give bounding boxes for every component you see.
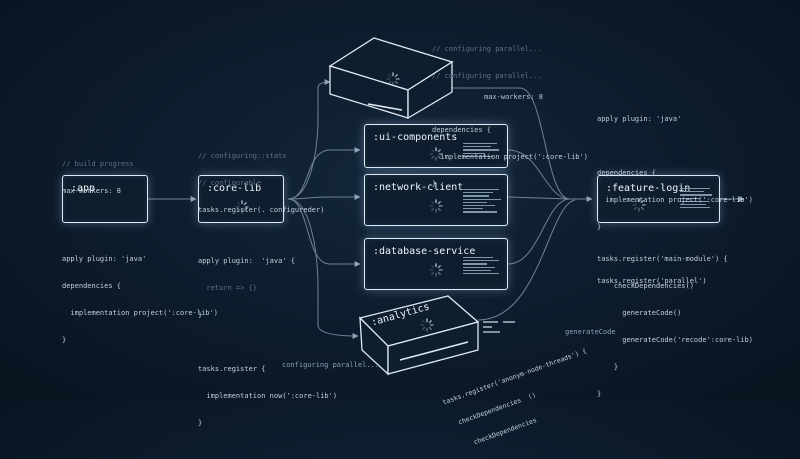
code-line: tasks.register(. configureder) — [198, 206, 325, 214]
node-ui-components[interactable]: :ui-components — [364, 124, 508, 168]
code-line: implementation now(':core-lib') — [198, 392, 338, 400]
loading-spinner-icon — [386, 72, 400, 86]
edge-core-analytics — [287, 198, 359, 339]
code-line: dependencies { — [62, 282, 122, 290]
code-line: // configurable — [198, 179, 262, 187]
loading-spinner-icon — [420, 318, 434, 332]
edge-database-feature — [507, 198, 571, 265]
configuring-parallel-label: configuring parallel... — [282, 361, 379, 369]
code-line: dependencies { — [597, 169, 657, 177]
node-ui-components-label: :ui-components — [373, 132, 458, 143]
node-core-lib-label: :core-lib — [207, 183, 262, 194]
app-bottom-snippet: apply plugin: 'java' dependencies { impl… — [62, 237, 218, 354]
node-database-service-label: :database-service — [373, 246, 476, 257]
node-core-lib[interactable]: :core-lib — [198, 175, 284, 223]
dependency-edges — [148, 37, 745, 376]
node-feature-login-label: :feature-login — [606, 183, 691, 194]
right-top-snippet: apply plugin: 'java' ​ dependencies { im… — [597, 97, 753, 295]
app-top-snippet: // build progress max-workers: 8 — [62, 142, 134, 205]
edge-analytics-feature — [477, 199, 576, 321]
edge-box-feature — [448, 87, 593, 202]
edge-core-network — [287, 194, 361, 200]
log-lines — [463, 143, 503, 159]
code-line: tasks.register('parallel') — [597, 277, 707, 285]
log-lines — [463, 257, 503, 276]
code-line: apply plugin: 'java' — [597, 115, 682, 123]
generate-code-label: generateCode — [565, 328, 616, 336]
code-line: max-workers: 8 — [62, 187, 122, 195]
edge-ui-feature — [507, 149, 571, 200]
code-line: tasks.register { — [198, 365, 266, 373]
code-line: tasks.register('main-module') { — [597, 255, 728, 263]
code-line: ​ — [198, 338, 337, 347]
code-line: return => {} — [198, 284, 258, 292]
edge-core-box — [287, 79, 331, 200]
code-line: // build progress — [62, 160, 134, 168]
code-line: } — [62, 336, 67, 344]
code-line: implementation project(':core-lib') — [597, 196, 753, 204]
node-network-client[interactable]: :network-client — [364, 174, 508, 226]
node-feature-login[interactable]: :feature-login — [597, 175, 720, 223]
core-top-snippet: // configuring::stats // configurable ta… — [198, 134, 324, 224]
log-lines — [463, 189, 503, 215]
code-line: } — [432, 180, 437, 188]
code-line: checkDependencies — [457, 416, 538, 452]
module-box-top — [328, 37, 454, 120]
loading-spinner-icon — [632, 198, 646, 212]
log-lines — [680, 188, 720, 210]
code-line: checkDependencies() — [597, 282, 694, 290]
right-bottom-snippet: tasks.register('main-module') { checkDep… — [597, 237, 753, 408]
code-line: } — [198, 311, 203, 319]
loading-spinner-icon — [429, 147, 443, 161]
code-line: implementation project(':core-lib') — [432, 153, 588, 161]
code-line: implementation project(':core-lib') — [62, 309, 218, 317]
max-workers-label: max-workers: 8 — [484, 93, 544, 101]
code-line: apply plugin: 'java' { — [198, 257, 295, 265]
code-line: dependencies { — [432, 126, 492, 134]
code-line: // configuring parallel... — [432, 72, 542, 80]
code-line: // configuring parallel... — [432, 45, 542, 53]
edge-core-database — [287, 198, 361, 267]
code-line: generateCode('recode':core-lib) — [597, 336, 753, 344]
loading-spinner-icon — [429, 199, 443, 213]
top-center-snippet: // configuring parallel... // configurin… — [432, 27, 588, 198]
node-app[interactable]: :app — [62, 175, 148, 223]
code-line: apply plugin: 'java' — [62, 255, 147, 263]
loading-spinner-icon — [429, 263, 443, 277]
code-line: ​ — [597, 142, 753, 151]
analytics-box — [358, 295, 480, 376]
node-network-client-label: :network-client — [373, 182, 464, 193]
core-bottom-snippet: apply plugin: 'java' { return => {} } ​ … — [198, 239, 337, 437]
code-line: } — [198, 419, 203, 427]
code-line: // configuring::stats — [198, 152, 287, 160]
code-line: } — [597, 223, 602, 231]
code-line: generateCode() — [597, 309, 682, 317]
code-line: } — [597, 363, 619, 371]
node-app-label: :app — [71, 183, 96, 194]
code-line: } — [597, 390, 602, 398]
node-database-service[interactable]: :database-service — [364, 238, 508, 290]
loading-spinner-icon — [235, 200, 249, 214]
edge-network-feature — [507, 196, 571, 200]
